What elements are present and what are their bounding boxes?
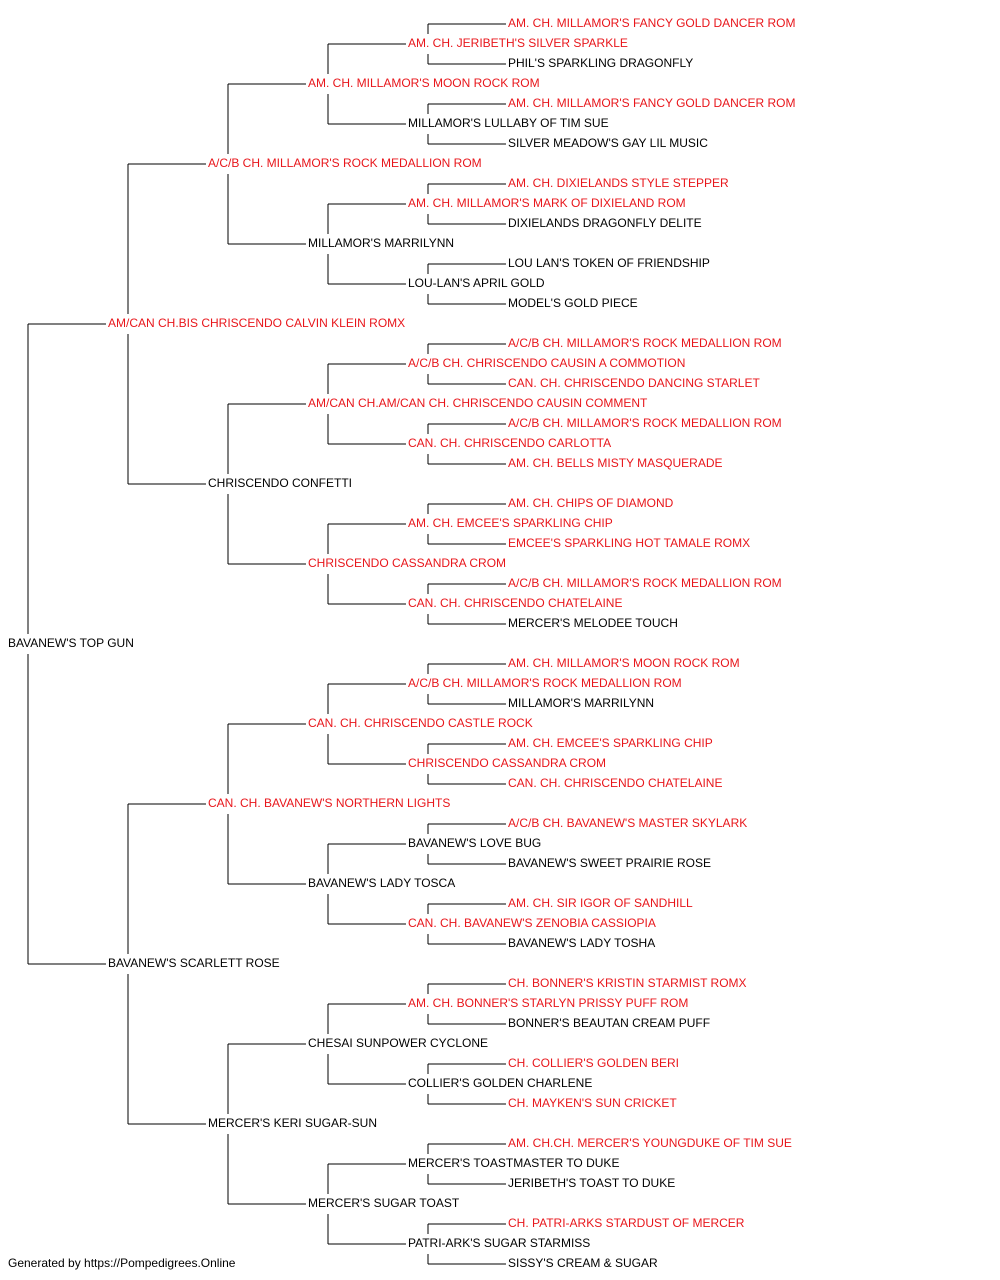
dog-sire-sire-dam-sire-name[interactable]: AM. CH. MILLAMOR'S MARK OF DIXIELAND ROM <box>408 196 686 210</box>
dog-dam-sire-sire-sire-name[interactable]: A/C/B CH. MILLAMOR'S ROCK MEDALLION ROM <box>408 676 682 690</box>
dog-dam-dam-dam-dam-dam-name[interactable]: SISSY'S CREAM & SUGAR <box>508 1256 658 1270</box>
dog-sire-sire-dam-name[interactable]: MILLAMOR'S MARRILYNN <box>308 236 454 250</box>
dog-sire-sire-sire-sire-name[interactable]: AM. CH. JERIBETH'S SILVER SPARKLE <box>408 36 628 50</box>
dog-dam-sire-dam-dam-name[interactable]: CAN. CH. BAVANEW'S ZENOBIA CASSIOPIA <box>408 916 656 930</box>
dog-sire-sire-sire-sire-sire-name[interactable]: AM. CH. MILLAMOR'S FANCY GOLD DANCER ROM <box>508 16 795 30</box>
dog-dam-dam-sire-sire-dam-name[interactable]: BONNER'S BEAUTAN CREAM PUFF <box>508 1016 710 1030</box>
dog-dam-dam-sire-sire-name[interactable]: AM. CH. BONNER'S STARLYN PRISSY PUFF ROM <box>408 996 688 1010</box>
dog-sire-sire-sire-sire-dam-name[interactable]: PHIL'S SPARKLING DRAGONFLY <box>508 56 693 70</box>
dog-dam-dam-dam-sire-dam-name[interactable]: JERIBETH'S TOAST TO DUKE <box>508 1176 675 1190</box>
dog-dam-sire-dam-sire-dam-name[interactable]: BAVANEW'S SWEET PRAIRIE ROSE <box>508 856 711 870</box>
dog-dam-dam-sire-dam-dam-name[interactable]: CH. MAYKEN'S SUN CRICKET <box>508 1096 677 1110</box>
dog-sire-dam-sire-name[interactable]: AM/CAN CH.AM/CAN CH. CHRISCENDO CAUSIN C… <box>308 396 648 410</box>
dog-dam-dam-sire-dam-name[interactable]: COLLIER'S GOLDEN CHARLENE <box>408 1076 592 1090</box>
dog-dam-dam-name[interactable]: MERCER'S KERI SUGAR-SUN <box>208 1116 377 1130</box>
dog-dam-dam-sire-name[interactable]: CHESAI SUNPOWER CYCLONE <box>308 1036 488 1050</box>
dog-dam-name[interactable]: BAVANEW'S SCARLETT ROSE <box>108 956 280 970</box>
dog-dam-dam-dam-sire-sire-name[interactable]: AM. CH.CH. MERCER'S YOUNGDUKE OF TIM SUE <box>508 1136 792 1150</box>
dog-sire-sire-dam-sire-dam-name[interactable]: DIXIELANDS DRAGONFLY DELITE <box>508 216 702 230</box>
dog-dam-dam-sire-dam-sire-name[interactable]: CH. COLLIER'S GOLDEN BERI <box>508 1056 679 1070</box>
dog-sire-sire-dam-dam-sire-name[interactable]: LOU LAN'S TOKEN OF FRIENDSHIP <box>508 256 710 270</box>
dog-sire-dam-sire-sire-dam-name[interactable]: CAN. CH. CHRISCENDO DANCING STARLET <box>508 376 760 390</box>
dog-sire-dam-dam-dam-dam-name[interactable]: MERCER'S MELODEE TOUCH <box>508 616 678 630</box>
dog-sire-sire-dam-sire-sire-name[interactable]: AM. CH. DIXIELANDS STYLE STEPPER <box>508 176 729 190</box>
dog-sire-sire-sire-name[interactable]: AM. CH. MILLAMOR'S MOON ROCK ROM <box>308 76 540 90</box>
dog-dam-sire-sire-name[interactable]: CAN. CH. CHRISCENDO CASTLE ROCK <box>308 716 533 730</box>
dog-sire-dam-dam-dam-name[interactable]: CAN. CH. CHRISCENDO CHATELAINE <box>408 596 622 610</box>
dog-sire-dam-dam-sire-name[interactable]: AM. CH. EMCEE'S SPARKLING CHIP <box>408 516 613 530</box>
dog-dam-sire-sire-sire-sire-name[interactable]: AM. CH. MILLAMOR'S MOON ROCK ROM <box>508 656 740 670</box>
dog-sire-sire-sire-dam-dam-name[interactable]: SILVER MEADOW'S GAY LIL MUSIC <box>508 136 708 150</box>
dog-dam-sire-sire-dam-name[interactable]: CHRISCENDO CASSANDRA CROM <box>408 756 606 770</box>
dog-dam-dam-dam-dam-name[interactable]: PATRI-ARK'S SUGAR STARMISS <box>408 1236 590 1250</box>
dog-dam-sire-dam-sire-sire-name[interactable]: A/C/B CH. BAVANEW'S MASTER SKYLARK <box>508 816 747 830</box>
dog-sire-dam-sire-dam-dam-name[interactable]: AM. CH. BELLS MISTY MASQUERADE <box>508 456 723 470</box>
dog-sire-dam-sire-dam-sire-name[interactable]: A/C/B CH. MILLAMOR'S ROCK MEDALLION ROM <box>508 416 782 430</box>
generated-by-footer: Generated by https://Pompedigrees.Online <box>8 1256 236 1270</box>
dog-dam-dam-dam-sire-name[interactable]: MERCER'S TOASTMASTER TO DUKE <box>408 1156 619 1170</box>
dog-sire-sire-sire-dam-sire-name[interactable]: AM. CH. MILLAMOR'S FANCY GOLD DANCER ROM <box>508 96 795 110</box>
dog-dam-sire-sire-sire-dam-name[interactable]: MILLAMOR'S MARRILYNN <box>508 696 654 710</box>
dog-name[interactable]: BAVANEW'S TOP GUN <box>8 636 134 650</box>
dog-dam-dam-sire-sire-sire-name[interactable]: CH. BONNER'S KRISTIN STARMIST ROMX <box>508 976 747 990</box>
dog-sire-dam-dam-dam-sire-name[interactable]: A/C/B CH. MILLAMOR'S ROCK MEDALLION ROM <box>508 576 782 590</box>
dog-sire-sire-sire-dam-name[interactable]: MILLAMOR'S LULLABY OF TIM SUE <box>408 116 609 130</box>
dog-dam-dam-dam-name[interactable]: MERCER'S SUGAR TOAST <box>308 1196 460 1210</box>
dog-sire-dam-dam-name[interactable]: CHRISCENDO CASSANDRA CROM <box>308 556 506 570</box>
dog-sire-dam-sire-sire-sire-name[interactable]: A/C/B CH. MILLAMOR'S ROCK MEDALLION ROM <box>508 336 782 350</box>
dog-dam-sire-dam-name[interactable]: BAVANEW'S LADY TOSCA <box>308 876 455 890</box>
dog-sire-dam-sire-sire-name[interactable]: A/C/B CH. CHRISCENDO CAUSIN A COMMOTION <box>408 356 685 370</box>
dog-sire-sire-name[interactable]: A/C/B CH. MILLAMOR'S ROCK MEDALLION ROM <box>208 156 482 170</box>
dog-dam-sire-name[interactable]: CAN. CH. BAVANEW'S NORTHERN LIGHTS <box>208 796 450 810</box>
dog-dam-sire-dam-sire-name[interactable]: BAVANEW'S LOVE BUG <box>408 836 541 850</box>
dog-sire-sire-dam-dam-name[interactable]: LOU-LAN'S APRIL GOLD <box>408 276 545 290</box>
dog-sire-sire-dam-dam-dam-name[interactable]: MODEL'S GOLD PIECE <box>508 296 638 310</box>
dog-dam-sire-sire-dam-dam-name[interactable]: CAN. CH. CHRISCENDO CHATELAINE <box>508 776 722 790</box>
dog-sire-dam-sire-dam-name[interactable]: CAN. CH. CHRISCENDO CARLOTTA <box>408 436 611 450</box>
dog-dam-dam-dam-dam-sire-name[interactable]: CH. PATRI-ARKS STARDUST OF MERCER <box>508 1216 745 1230</box>
dog-dam-sire-sire-dam-sire-name[interactable]: AM. CH. EMCEE'S SPARKLING CHIP <box>508 736 713 750</box>
dog-sire-dam-dam-sire-dam-name[interactable]: EMCEE'S SPARKLING HOT TAMALE ROMX <box>508 536 750 550</box>
dog-dam-sire-dam-dam-sire-name[interactable]: AM. CH. SIR IGOR OF SANDHILL <box>508 896 693 910</box>
dog-dam-sire-dam-dam-dam-name[interactable]: BAVANEW'S LADY TOSHA <box>508 936 655 950</box>
dog-sire-dam-dam-sire-sire-name[interactable]: AM. CH. CHIPS OF DIAMOND <box>508 496 674 510</box>
dog-sire-name[interactable]: AM/CAN CH.BIS CHRISCENDO CALVIN KLEIN RO… <box>108 316 405 330</box>
dog-sire-dam-name[interactable]: CHRISCENDO CONFETTI <box>208 476 352 490</box>
